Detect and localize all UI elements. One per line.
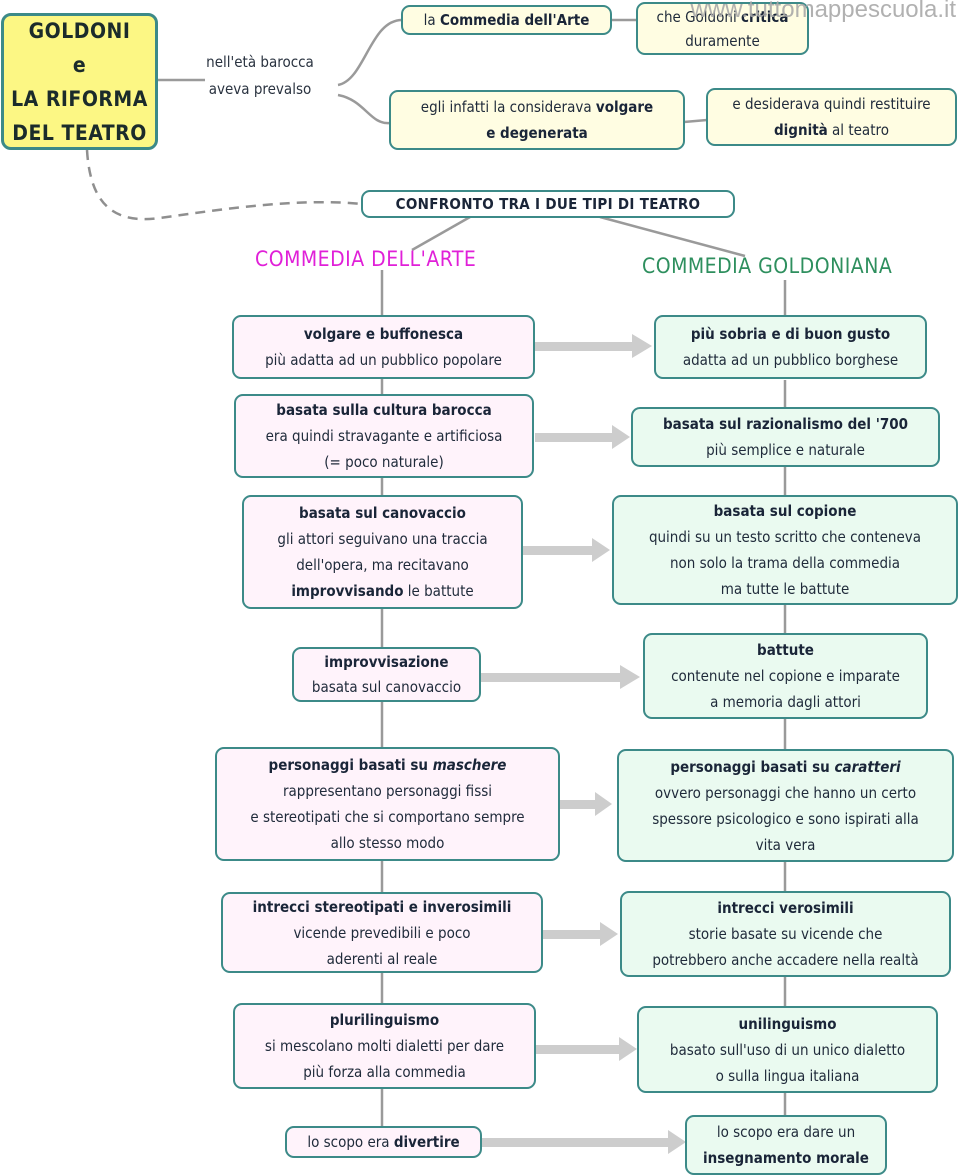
right-node-sobria[interactable]: più sobria e di buon gusto adatta ad un … bbox=[654, 315, 927, 379]
root-line: GOLDONI bbox=[28, 18, 131, 43]
connector-label: nell'età barocca aveva prevalso bbox=[206, 53, 314, 98]
right-node-caratteri[interactable]: personaggi basati su caratteri ovvero pe… bbox=[617, 749, 954, 862]
right-node-unilinguismo[interactable]: unilinguismo basato sull'uso di un unico… bbox=[637, 1006, 938, 1093]
left-node-barocca[interactable]: basata sulla cultura barocca era quindi … bbox=[234, 394, 534, 478]
critica-node[interactable]: che Goldoni critica duramente bbox=[636, 2, 809, 55]
right-node-copione[interactable]: basata sul copione quindi su un testo sc… bbox=[612, 495, 958, 605]
right-node-morale[interactable]: lo scopo era dare un insegnamento morale bbox=[685, 1115, 887, 1175]
left-node-intrecci[interactable]: intrecci stereotipati e inverosimili vic… bbox=[221, 892, 543, 973]
root-line: DEL TEATRO bbox=[12, 120, 147, 145]
right-column-title: COMMEDIA GOLDONIANA bbox=[642, 254, 893, 278]
left-node-plurilinguismo[interactable]: plurilinguismo si mescolano molti dialet… bbox=[233, 1003, 536, 1089]
left-node-maschere[interactable]: personaggi basati su maschere rappresent… bbox=[215, 747, 560, 861]
right-node-razionalismo[interactable]: basata sul razionalismo del '700 più sem… bbox=[631, 407, 940, 467]
left-column-title: COMMEDIA DELL'ARTE bbox=[255, 247, 477, 271]
left-node-improvvisazione[interactable]: improvvisazione basata sul canovaccio bbox=[292, 647, 481, 702]
dignita-node[interactable]: e desiderava quindi restituire dignità a… bbox=[706, 88, 957, 146]
watermark: www.tuttomappescuola.it bbox=[690, 0, 956, 23]
commedia-arte-node[interactable]: la Commedia dell'Arte bbox=[401, 5, 612, 35]
root-line: LA RIFORMA bbox=[11, 86, 148, 111]
left-node-divertire[interactable]: lo scopo era divertire bbox=[285, 1126, 482, 1158]
considerava-node[interactable]: egli infatti la considerava volgare e de… bbox=[389, 90, 685, 150]
confronto-node[interactable]: CONFRONTO TRA I DUE TIPI DI TEATRO bbox=[361, 190, 735, 218]
right-node-battute[interactable]: battute contenute nel copione e imparate… bbox=[643, 633, 928, 719]
root-line: e bbox=[72, 52, 87, 77]
left-node-volgare[interactable]: volgare e buffonesca più adatta ad un pu… bbox=[232, 315, 535, 379]
left-node-canovaccio[interactable]: basata sul canovaccio gli attori seguiva… bbox=[242, 495, 523, 609]
root-node[interactable]: GOLDONI e LA RIFORMA DEL TEATRO bbox=[1, 13, 158, 150]
right-node-verosimili[interactable]: intrecci verosimili storie basate su vic… bbox=[620, 891, 951, 977]
